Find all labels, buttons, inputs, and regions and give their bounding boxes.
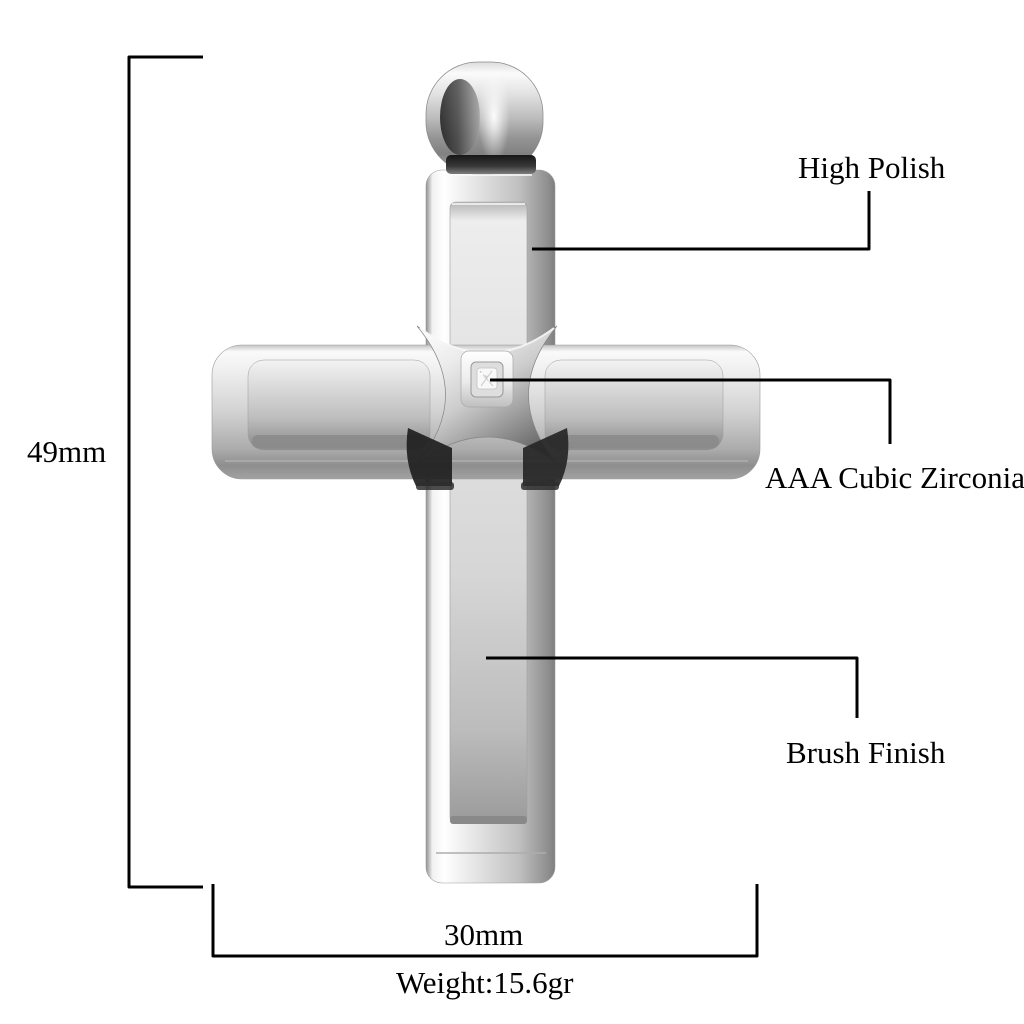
leader-line-cubic-zirconia [490, 378, 892, 444]
height-dimension-line [127, 55, 203, 889]
width-dimension-line [211, 884, 759, 958]
brushed-panel-right-arm [544, 359, 724, 451]
bail-ring [425, 61, 544, 176]
leader-line-high-polish [532, 191, 871, 251]
leader-line-brush-finish [486, 656, 859, 718]
width-dimension-label: 30mm [444, 917, 524, 952]
callout-high-polish-label: High Polish [798, 150, 946, 185]
callout-cubic-zirconia-label: AAA Cubic Zirconia [765, 460, 1024, 495]
pendant-cross [211, 61, 761, 884]
brushed-panel-vertical [449, 201, 528, 824]
cross-vertical-bar [425, 169, 556, 884]
height-dimension-label: 49mm [27, 434, 107, 469]
brushed-panel-left-arm [247, 359, 431, 451]
callout-brush-finish-label: Brush Finish [786, 735, 946, 770]
weight-label: Weight:15.6gr [396, 965, 574, 1000]
